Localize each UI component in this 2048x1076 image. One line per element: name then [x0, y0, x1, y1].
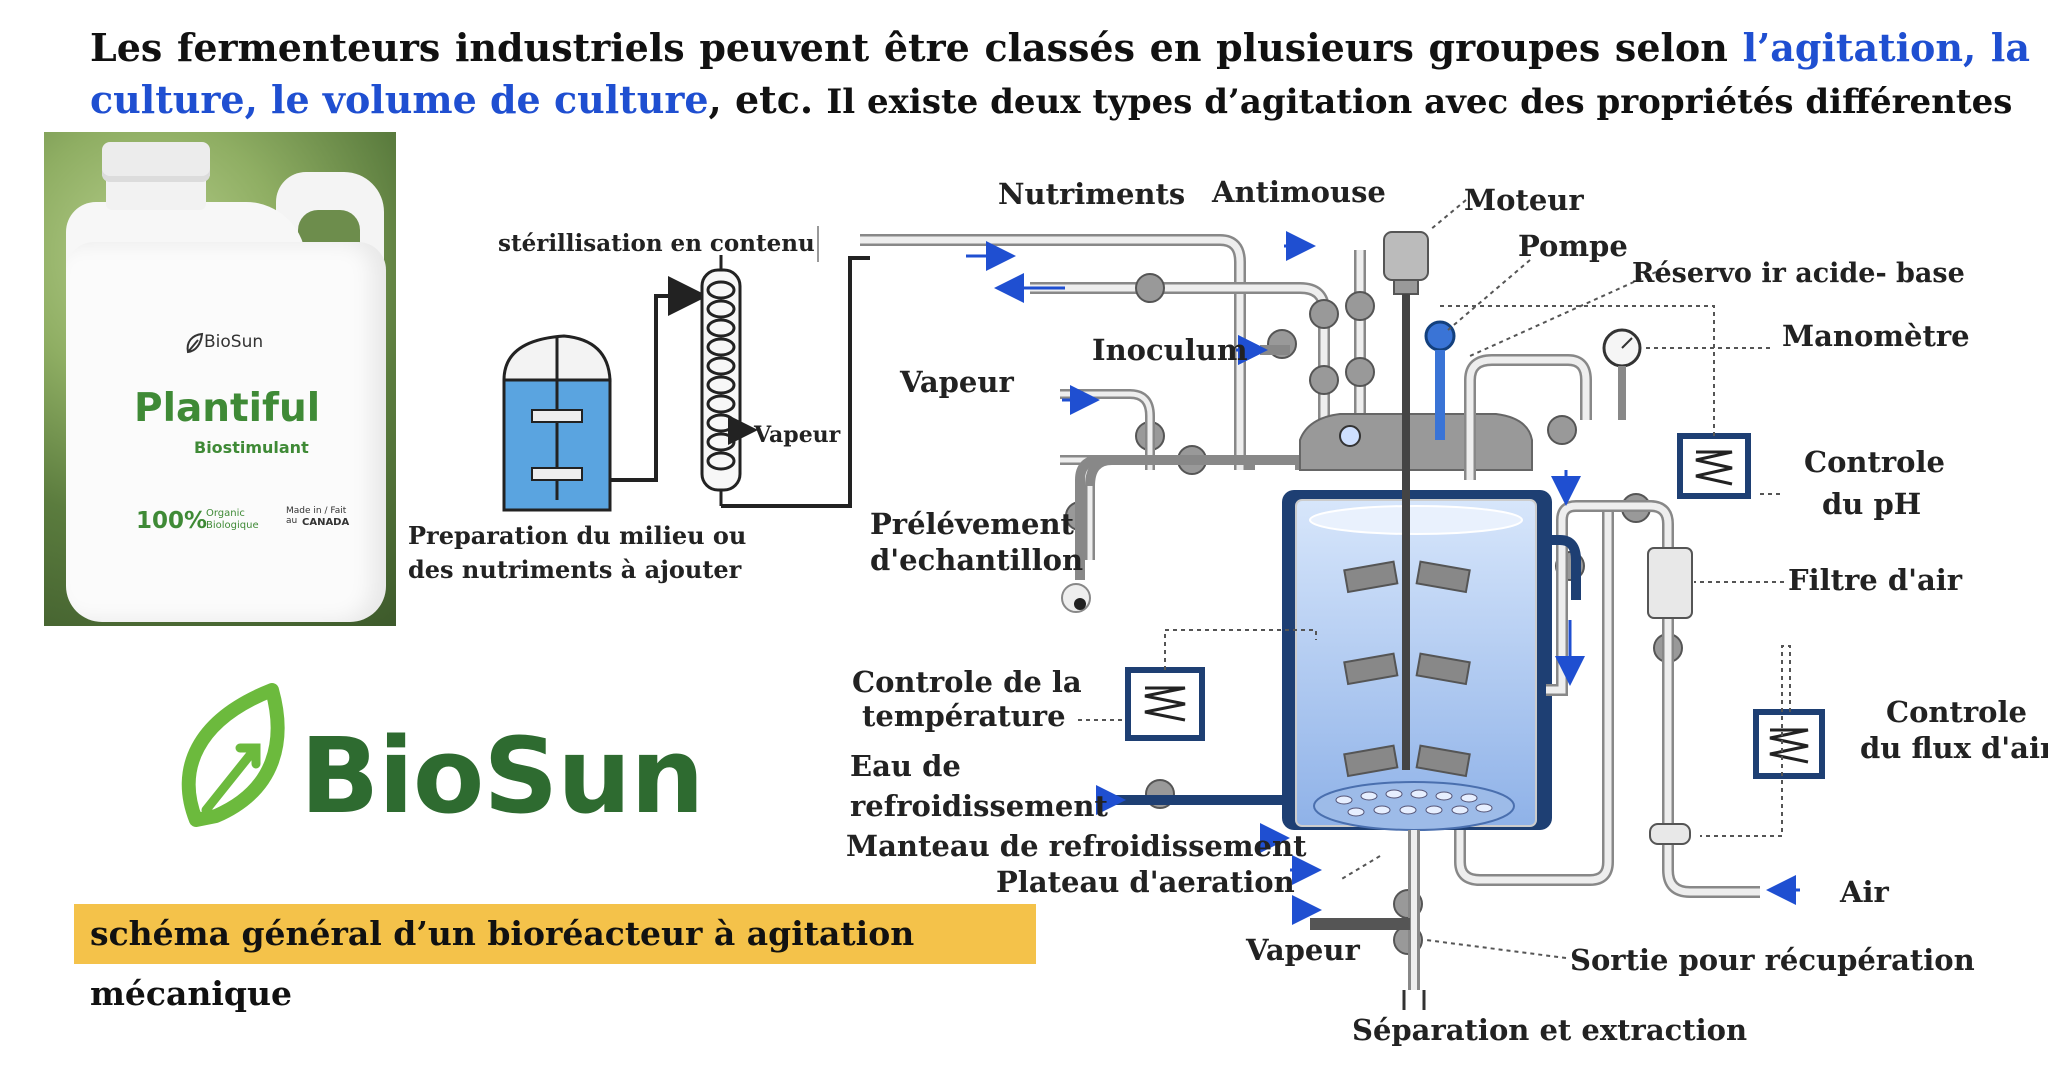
label-prep-1: Preparation du milieu ou: [408, 521, 746, 550]
label-reservoir: Réservo ir acide- base: [1632, 258, 1965, 289]
biosun-leaf-icon: [181, 683, 285, 827]
aeration-hole: [1410, 789, 1428, 799]
air-filter: [1647, 547, 1693, 619]
coil-loop: [706, 375, 736, 395]
sterilization-coil: [700, 255, 742, 506]
agitator-shaft: [1402, 294, 1410, 770]
coil-loop: [706, 451, 736, 471]
label-controle-ph-2: du pH: [1822, 487, 1921, 521]
coil-loop: [706, 337, 736, 357]
coil-loop: [706, 356, 736, 376]
product-photo: BioSun Plantiful Biostimulant 100% Organ…: [44, 132, 396, 626]
label-controle-ph-1: Controle: [1804, 445, 1945, 479]
label-prep-2: des nutriments à ajouter: [408, 555, 742, 584]
aeration-hole: [1460, 793, 1478, 803]
intro-paragraph: Les fermenteurs industriels peuvent être…: [90, 22, 2030, 128]
aeration-hole: [1373, 805, 1391, 815]
impellers: [1343, 560, 1471, 778]
aeration-hole: [1385, 789, 1403, 799]
label-filtre: Filtre d'air: [1788, 563, 1963, 597]
aeration-hole: [1451, 805, 1469, 815]
intro-part2: , etc.: [708, 77, 827, 122]
prep-to-coil-line: [610, 276, 708, 482]
aeration-holes: [1335, 789, 1493, 817]
label-temp-1: Controle de la: [852, 665, 1082, 699]
label-moteur: Moteur: [1464, 183, 1584, 217]
logo-part2: Sun: [483, 715, 704, 837]
coil-to-feed-line: [721, 256, 870, 508]
label-inoculum: Inoculum: [1092, 333, 1248, 367]
product-brand: BioSun: [204, 332, 264, 352]
intro-highlight: l’agitation, la culture, le volume de cu…: [90, 25, 2030, 122]
label-manteau: Manteau de refroidissement: [846, 829, 1307, 863]
jug-cap: [102, 142, 210, 182]
label-nutriments: Nutriments: [998, 177, 1185, 211]
label-plateau: Plateau d'aeration: [996, 865, 1295, 899]
aeration-hole: [1425, 805, 1443, 815]
label-temp-2: température: [862, 699, 1066, 733]
label-prelevement-1: Prélévement: [870, 507, 1075, 541]
label-eau-1: Eau de: [850, 749, 961, 783]
coil-loop: [706, 299, 736, 319]
aeration-hole: [1435, 791, 1453, 801]
label-flux-2: du flux d'air: [1860, 731, 2048, 765]
label-sterilisation: stérillisation en contenu: [498, 230, 815, 257]
caption-text: schéma général d’un bioréacteur à agitat…: [90, 914, 915, 1013]
label-vapeur-coil: Vapeur: [753, 422, 841, 448]
airflow-control-box: [1753, 709, 1825, 779]
label-flux-1: Controle: [1886, 695, 2027, 729]
label-sortie: Sortie pour récupération: [1570, 943, 1975, 977]
coil-loop: [706, 280, 736, 300]
jug-body: [66, 242, 386, 622]
caption-box: schéma général d’un bioréacteur à agitat…: [74, 904, 1036, 1013]
ph-control-box: [1677, 433, 1751, 499]
label-pompe: Pompe: [1518, 229, 1628, 263]
aeration-hole: [1347, 807, 1365, 817]
logo-part1: Bio: [300, 715, 484, 837]
intro-part3: Il existe deux types d’agitation avec de…: [826, 82, 2013, 122]
label-air: Air: [1839, 875, 1890, 909]
product-subtitle: Biostimulant: [194, 438, 309, 457]
leaf-small-icon: [186, 332, 204, 354]
culture-liquid: [1295, 499, 1537, 827]
label-manometre: Manomètre: [1782, 319, 1970, 353]
coil-loop: [706, 394, 736, 414]
label-vapeur-top: Vapeur: [899, 365, 1014, 399]
label-vapeur-bottom: Vapeur: [1245, 933, 1360, 967]
temperature-control-box: [1125, 667, 1205, 741]
aeration-hole: [1335, 795, 1353, 805]
antimousse-pipe: [1030, 282, 1330, 470]
product-organic: Organic Biologique: [206, 508, 259, 531]
product-made-in: Made in / Fait au: [286, 506, 347, 526]
vessel-lid: [1299, 413, 1533, 471]
aeration-hole: [1399, 805, 1417, 815]
pump-icon: [1424, 320, 1456, 352]
aeration-hole: [1475, 803, 1493, 813]
aeration-hole: [1360, 791, 1378, 801]
label-antimousse: Antimouse: [1211, 175, 1386, 209]
label-separation: Séparation et extraction: [1352, 1013, 1747, 1047]
coil-loop: [706, 318, 736, 338]
label-eau-2: refroidissement: [850, 789, 1108, 823]
product-country: CANADA: [302, 517, 350, 528]
product-percent: 100%: [136, 508, 208, 534]
motor: [1383, 231, 1429, 281]
intro-part1: Les fermenteurs industriels peuvent être…: [90, 25, 1743, 70]
preparation-tank: [502, 334, 612, 512]
leader-lines: [1078, 199, 1784, 959]
biosun-logo-text: BioSun: [300, 715, 704, 837]
product-name: Plantiful: [134, 386, 321, 431]
label-prelevement-2: d'echantillon: [870, 543, 1083, 577]
